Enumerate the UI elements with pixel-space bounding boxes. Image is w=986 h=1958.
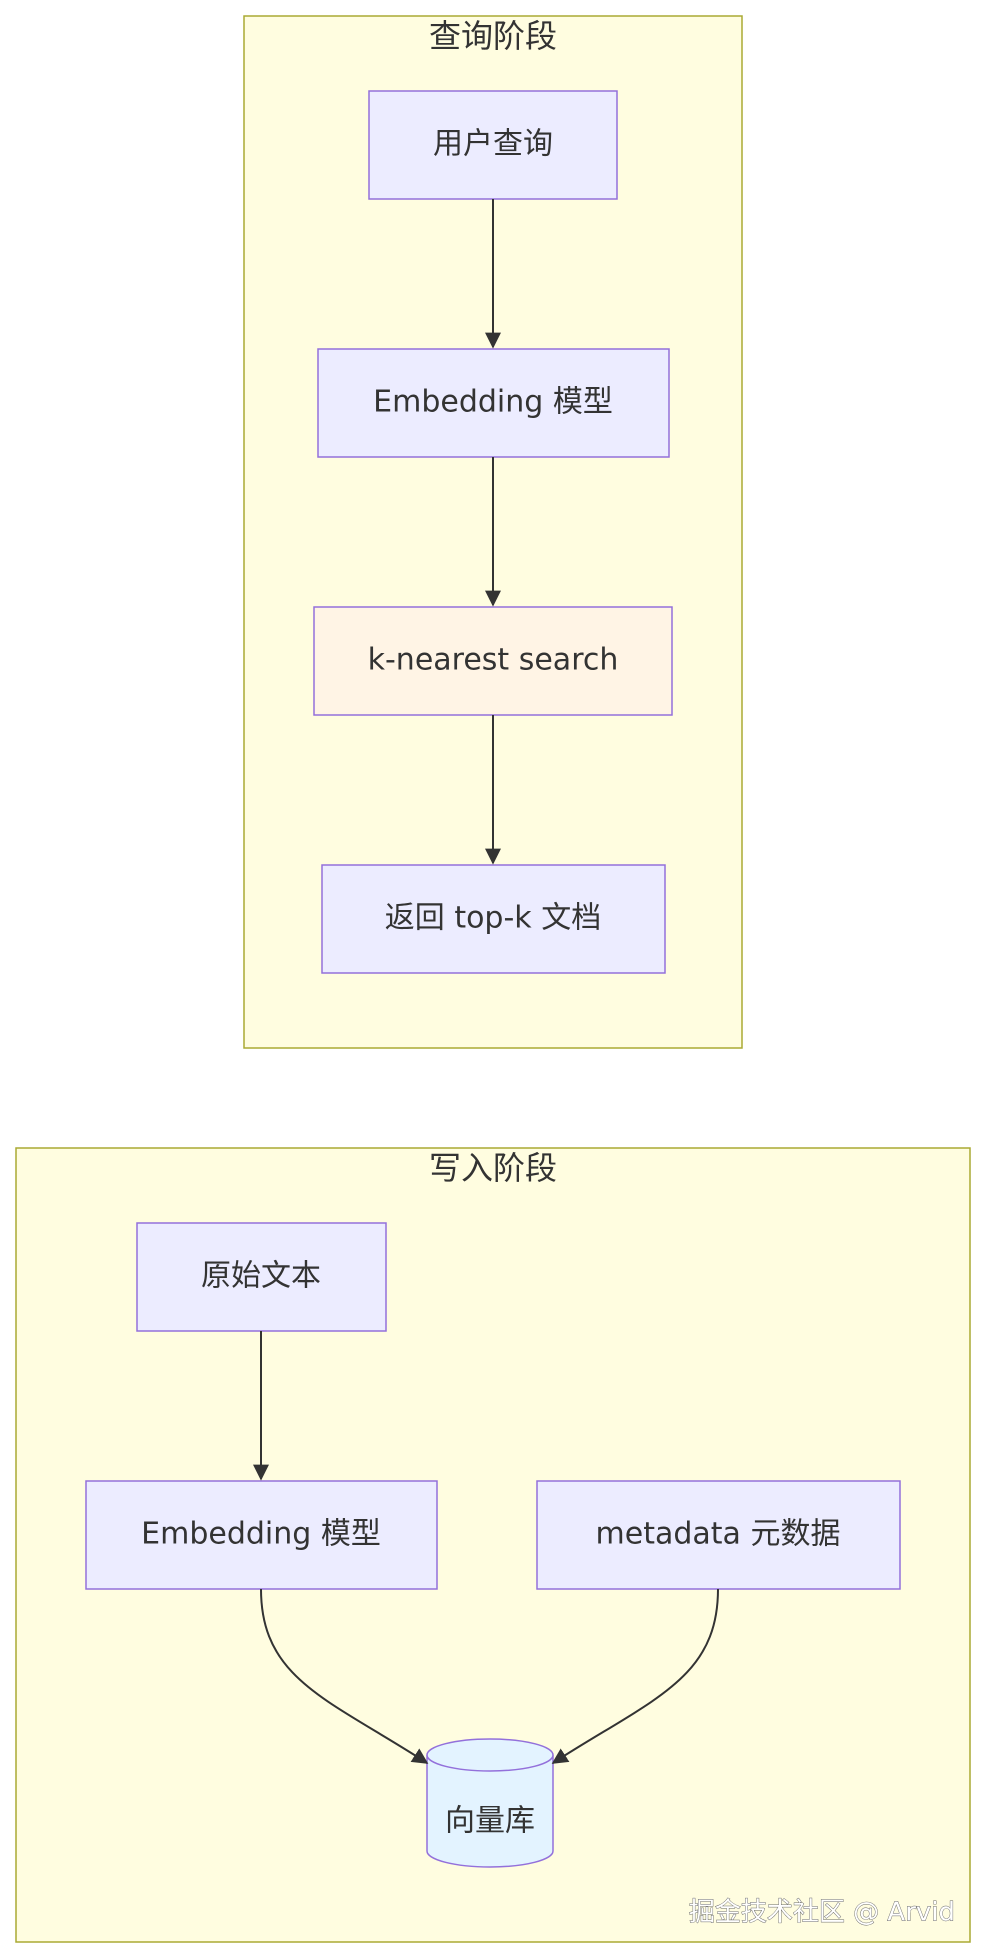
vector-db-cylinder-top — [426, 1738, 554, 1772]
query-phase-lane: 查询阶段 用户查询 Embedding 模型 k-nearest search … — [243, 15, 743, 1049]
edge-embedding-to-vector-db — [260, 1588, 429, 1764]
vector-db-cylinder-body — [426, 1755, 554, 1868]
query-phase-title: 查询阶段 — [429, 17, 557, 55]
node-user-query-label: 用户查询 — [433, 127, 553, 162]
watermark: 掘金技术社区 @ Arvid — [689, 1898, 955, 1928]
write-phase-lane: 写入阶段 原始文本 Embedding 模型 metadata 元数据 向量库 — [15, 1147, 971, 1943]
node-embedding-model-write-label: Embedding 模型 — [141, 1517, 381, 1552]
write-phase-title: 写入阶段 — [429, 1149, 557, 1187]
node-embedding-model-query[interactable]: Embedding 模型 — [317, 348, 670, 458]
node-raw-text-label: 原始文本 — [201, 1259, 321, 1294]
node-metadata-label: metadata 元数据 — [596, 1517, 841, 1552]
node-metadata[interactable]: metadata 元数据 — [536, 1480, 901, 1590]
node-return-topk-label: 返回 top-k 文档 — [385, 901, 601, 936]
node-return-topk[interactable]: 返回 top-k 文档 — [321, 864, 666, 974]
node-knn-search[interactable]: k-nearest search — [313, 606, 673, 716]
node-embedding-model-write[interactable]: Embedding 模型 — [85, 1480, 438, 1590]
node-knn-search-label: k-nearest search — [368, 643, 619, 678]
node-raw-text[interactable]: 原始文本 — [136, 1222, 387, 1332]
node-user-query[interactable]: 用户查询 — [368, 90, 618, 200]
edge-metadata-to-vector-db — [551, 1588, 719, 1764]
node-vector-db-label: 向量库 — [445, 1804, 535, 1839]
node-embedding-model-query-label: Embedding 模型 — [373, 385, 613, 420]
node-vector-db[interactable]: 向量库 — [426, 1738, 554, 1868]
